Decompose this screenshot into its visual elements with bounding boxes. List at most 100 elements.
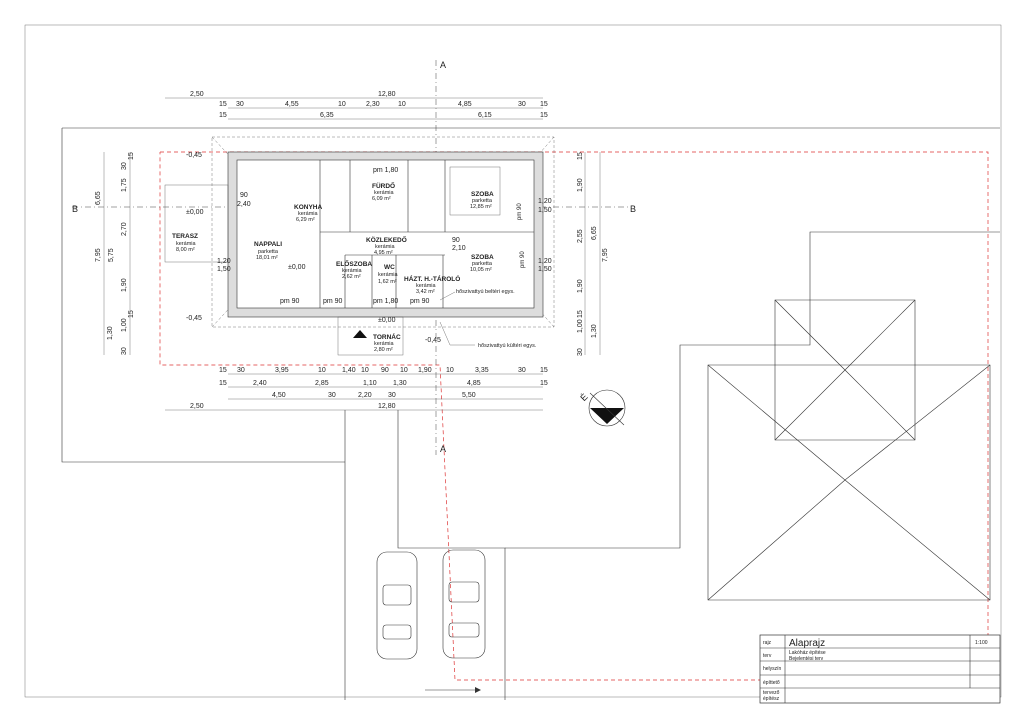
svg-text:30: 30 [237,367,245,374]
svg-text:10: 10 [400,367,408,374]
svg-text:30: 30 [518,101,526,108]
svg-text:90: 90 [381,367,389,374]
svg-text:1,50: 1,50 [217,266,231,273]
svg-text:1,10: 1,10 [363,380,377,387]
svg-text:30: 30 [121,347,128,355]
title-block: rajz Alaprajz 1:100 terv Lakóház építése… [759,634,1001,704]
svg-text:2,62 m²: 2,62 m² [342,274,361,280]
svg-text:kerámia: kerámia [375,244,396,250]
svg-text:12,80: 12,80 [378,403,396,410]
svg-text:kerámia: kerámia [374,341,395,347]
entrance-marker [353,330,367,338]
svg-text:5,75: 5,75 [108,248,115,262]
section-mark-a-top: A [440,60,446,70]
svg-text:kerámia: kerámia [298,211,319,217]
svg-text:6,65: 6,65 [591,226,598,240]
svg-text:15: 15 [128,152,135,160]
svg-text:15: 15 [540,380,548,387]
svg-text:1,90: 1,90 [577,279,584,293]
svg-text:7,95: 7,95 [95,248,102,262]
svg-text:1,40: 1,40 [342,367,356,374]
svg-text:30: 30 [236,101,244,108]
svg-text:15: 15 [577,152,584,160]
svg-text:kerámia: kerámia [416,283,437,289]
svg-text:pm 90: pm 90 [517,203,523,220]
svg-text:10: 10 [318,367,326,374]
svg-text:kerámia: kerámia [176,241,197,247]
svg-text:2,40: 2,40 [253,380,267,387]
roof-outline [211,136,555,328]
svg-text:4,50: 4,50 [272,392,286,399]
svg-text:2,50: 2,50 [190,403,204,410]
svg-text:1,90: 1,90 [121,278,128,292]
svg-text:4,85: 4,85 [467,380,481,387]
indoor-unit-label: hőszivattyú beltéri egys. [456,289,515,295]
svg-text:pm 1,80: pm 1,80 [373,167,398,174]
svg-text:6,29 m²: 6,29 m² [296,217,315,223]
svg-text:6,15: 6,15 [478,112,492,119]
svg-text:6,65: 6,65 [95,191,102,205]
svg-text:10: 10 [398,101,406,108]
svg-text:90: 90 [452,237,460,244]
svg-text:-0,45: -0,45 [425,337,441,344]
svg-text:parketta: parketta [258,249,279,255]
svg-text:építtető: építtető [763,680,780,686]
svg-text:30: 30 [328,392,336,399]
svg-text:1,00: 1,00 [121,318,128,332]
north-arrow-icon: É [578,389,626,427]
svg-text:±0,00: ±0,00 [288,264,306,271]
svg-text:2,70: 2,70 [121,222,128,236]
svg-text:Alaprajz: Alaprajz [789,638,825,649]
svg-text:tervező: tervező [763,690,780,696]
svg-text:kerámia: kerámia [342,268,363,274]
svg-text:2,55: 2,55 [577,229,584,243]
porch [337,316,404,356]
svg-text:15: 15 [219,112,227,119]
red-building-line [159,151,989,681]
section-mark-b-left: B [72,204,78,214]
svg-text:1,90: 1,90 [418,367,432,374]
svg-text:10,05 m²: 10,05 m² [470,267,492,273]
section-mark-a-bottom: A [440,444,446,454]
svg-text:pm 1,80: pm 1,80 [373,298,398,305]
svg-text:5,50: 5,50 [462,392,476,399]
svg-text:±0,00: ±0,00 [378,317,396,324]
svg-text:Bejelentési terv: Bejelentési terv [789,656,824,662]
svg-text:1,30: 1,30 [107,326,114,340]
svg-text:-0,45: -0,45 [186,152,202,159]
svg-text:30: 30 [518,367,526,374]
svg-text:1,00: 1,00 [577,319,584,333]
svg-text:15: 15 [540,367,548,374]
svg-text:6,09 m²: 6,09 m² [372,196,391,202]
svg-text:30: 30 [388,392,396,399]
svg-text:kerámia: kerámia [378,272,399,278]
svg-text:pm 90: pm 90 [280,298,300,305]
svg-text:1:100: 1:100 [975,640,988,646]
svg-text:pm 90: pm 90 [410,298,430,305]
svg-text:építész: építész [763,696,780,702]
svg-text:15: 15 [219,101,227,108]
svg-text:2,40: 2,40 [237,201,251,208]
svg-text:HÁZT. H.-TÁROLÓ: HÁZT. H.-TÁROLÓ [404,274,460,283]
svg-text:1,20: 1,20 [538,198,552,205]
outdoor-unit-label: hőszivattyú kültéri egys. [478,343,537,349]
left-dimensions: 7,95 6,65 5,75 30 15 1,75 2,70 1,90 1,30… [95,152,135,355]
svg-text:4,55: 4,55 [285,101,299,108]
terrace [164,184,229,263]
svg-text:4,95 m²: 4,95 m² [374,250,393,256]
svg-text:1,20: 1,20 [217,258,231,265]
svg-text:TORNÁC: TORNÁC [373,332,401,341]
neighbor-outline [397,410,506,700]
building [164,151,544,356]
entry-arrow-icon [425,687,481,693]
